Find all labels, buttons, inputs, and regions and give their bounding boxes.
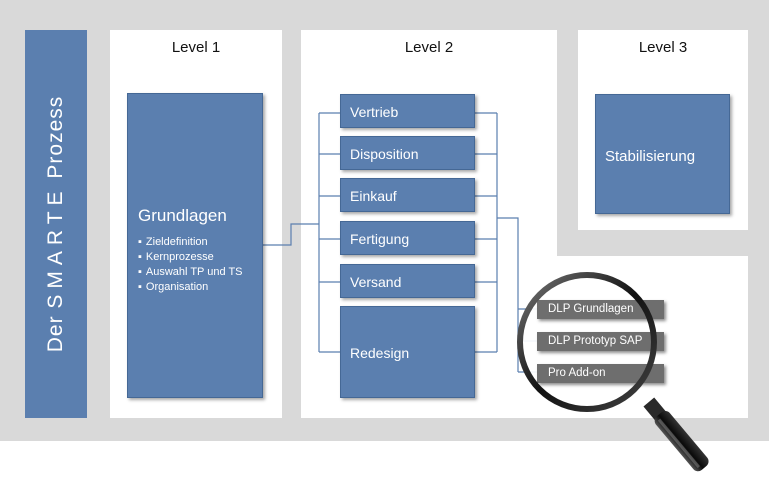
box-disposition: Disposition [340, 136, 475, 170]
box-label: Redesign [350, 345, 410, 361]
box-versand: Versand [340, 264, 475, 298]
grundlagen-item: Organisation [138, 280, 243, 295]
box-redesign: Redesign [340, 306, 475, 398]
level2-heading: Level 2 [404, 39, 454, 56]
box-label: Fertigung [350, 231, 410, 247]
box-label: Vertrieb [350, 104, 399, 120]
grundlagen-item: Zieldefinition [138, 235, 243, 250]
magnifier-rim [517, 272, 657, 412]
level1-heading: Level 1 [171, 39, 221, 56]
tag-dlp-grundlagen: DLP Grundlagen [537, 300, 664, 319]
connector-right-branches [475, 112, 497, 353]
tag-dlp-prototyp-sap: DLP Prototyp SAP [537, 332, 664, 351]
level3-heading: Level 3 [638, 39, 688, 56]
box-einkauf: Einkauf [340, 178, 475, 212]
grundlagen-list: Zieldefinition Kernprozesse Auswahl TP u… [138, 235, 243, 295]
box-label: Versand [350, 274, 402, 290]
process-sidebar: Der SMARTE Prozess [25, 30, 87, 418]
box-label: Stabilisierung [605, 148, 696, 165]
connector-grundlagen [262, 223, 319, 246]
grundlagen-item: Auswahl TP und TS [138, 265, 243, 280]
grundlagen-box: Grundlagen Zieldefinition Kernprozesse A… [127, 93, 263, 398]
box-label: Disposition [350, 146, 419, 162]
grundlagen-title: Grundlagen [138, 206, 227, 225]
tag-pro-add-on: Pro Add-on [537, 364, 664, 383]
magnifier-handle [643, 397, 709, 472]
connector-left-branches [319, 112, 340, 353]
box-fertigung: Fertigung [340, 221, 475, 255]
box-label: Einkauf [350, 188, 397, 204]
grundlagen-item: Kernprozesse [138, 250, 243, 265]
box-vertrieb: Vertrieb [340, 94, 475, 128]
box-stabilisierung: Stabilisierung [595, 94, 730, 214]
connector-detail-bus [497, 217, 519, 372]
